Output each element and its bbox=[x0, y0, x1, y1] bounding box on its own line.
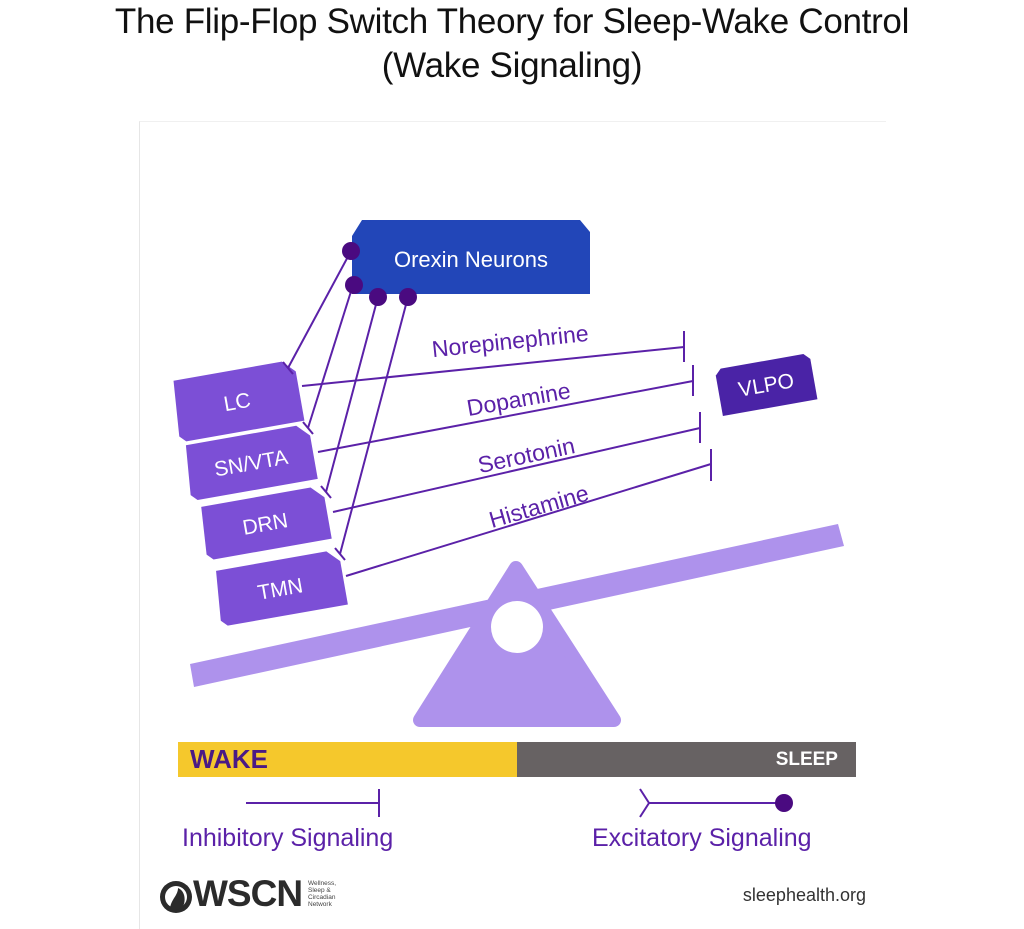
sleep-bar: SLEEP bbox=[517, 742, 856, 777]
orexin-dot-drn bbox=[369, 288, 387, 306]
orexin-projections bbox=[282, 250, 409, 561]
logo-tagline-line: Network bbox=[308, 901, 332, 908]
wscn-logo-icon bbox=[160, 881, 192, 913]
lc-node: LC bbox=[173, 361, 305, 442]
wake-label: WAKE bbox=[190, 744, 268, 774]
orexin-to-lc-line bbox=[287, 250, 352, 369]
orexin-dot-lc bbox=[342, 242, 360, 260]
orexin-to-tmn-fork bbox=[334, 547, 346, 561]
orexin-dot-snvta bbox=[345, 276, 363, 294]
drn-node: DRN bbox=[201, 487, 332, 560]
norepinephrine-line bbox=[301, 346, 685, 387]
orexin-to-drn-fork bbox=[320, 485, 332, 499]
logo-tagline-line: Circadian bbox=[308, 894, 336, 901]
inhibitory-legend-label: Inhibitory Signaling bbox=[182, 824, 394, 852]
serotonin-line bbox=[332, 427, 701, 513]
snvta-node: SN/VTA bbox=[185, 425, 318, 501]
norepinephrine-label: Norepinephrine bbox=[431, 320, 590, 362]
sleep-label: SLEEP bbox=[775, 749, 838, 770]
site-url: sleephealth.org bbox=[742, 885, 866, 905]
orexin-neurons-node: Orexin Neurons bbox=[352, 220, 590, 294]
dopamine-line bbox=[317, 380, 694, 453]
logo-tagline-line: Sleep & bbox=[308, 887, 331, 894]
histamine-label: Histamine bbox=[486, 480, 591, 533]
logo-tagline-line: Wellness, bbox=[308, 880, 337, 887]
title-line-1: The Flip-Flop Switch Theory for Sleep-Wa… bbox=[114, 2, 910, 41]
orexin-dot-tmn bbox=[399, 288, 417, 306]
tmn-node: TMN bbox=[216, 551, 348, 626]
wscn-logo-text: WSCN bbox=[193, 873, 303, 914]
orexin-to-lc-fork bbox=[282, 361, 294, 375]
wscn-logo-tagline: Wellness, Sleep & Circadian Network bbox=[308, 880, 348, 908]
diagram-title: The Flip-Flop Switch Theory for Sleep-Wa… bbox=[0, 0, 1024, 88]
inhibitory-legend-symbol bbox=[246, 789, 380, 817]
excitatory-legend-symbol bbox=[639, 788, 793, 818]
inhibitory-projections bbox=[301, 331, 712, 577]
orexin-to-drn-line bbox=[325, 296, 379, 493]
lc-label: LC bbox=[222, 389, 252, 416]
vlpo-node: VLPO bbox=[715, 354, 818, 416]
title-line-2: (Wake Signaling) bbox=[381, 46, 643, 85]
histamine-line bbox=[345, 463, 712, 577]
serotonin-label: Serotonin bbox=[475, 432, 577, 478]
orexin-to-tmn-line bbox=[339, 296, 409, 555]
excitatory-legend-label: Excitatory Signaling bbox=[592, 824, 812, 852]
orexin-dots bbox=[342, 242, 417, 306]
fulcrum-pivot bbox=[491, 601, 543, 653]
orexin-to-snvta-fork bbox=[302, 421, 314, 435]
wake-bar: WAKE bbox=[178, 742, 517, 777]
orexin-neurons-label: Orexin Neurons bbox=[394, 247, 548, 272]
orexin-to-snvta-line bbox=[307, 284, 354, 429]
